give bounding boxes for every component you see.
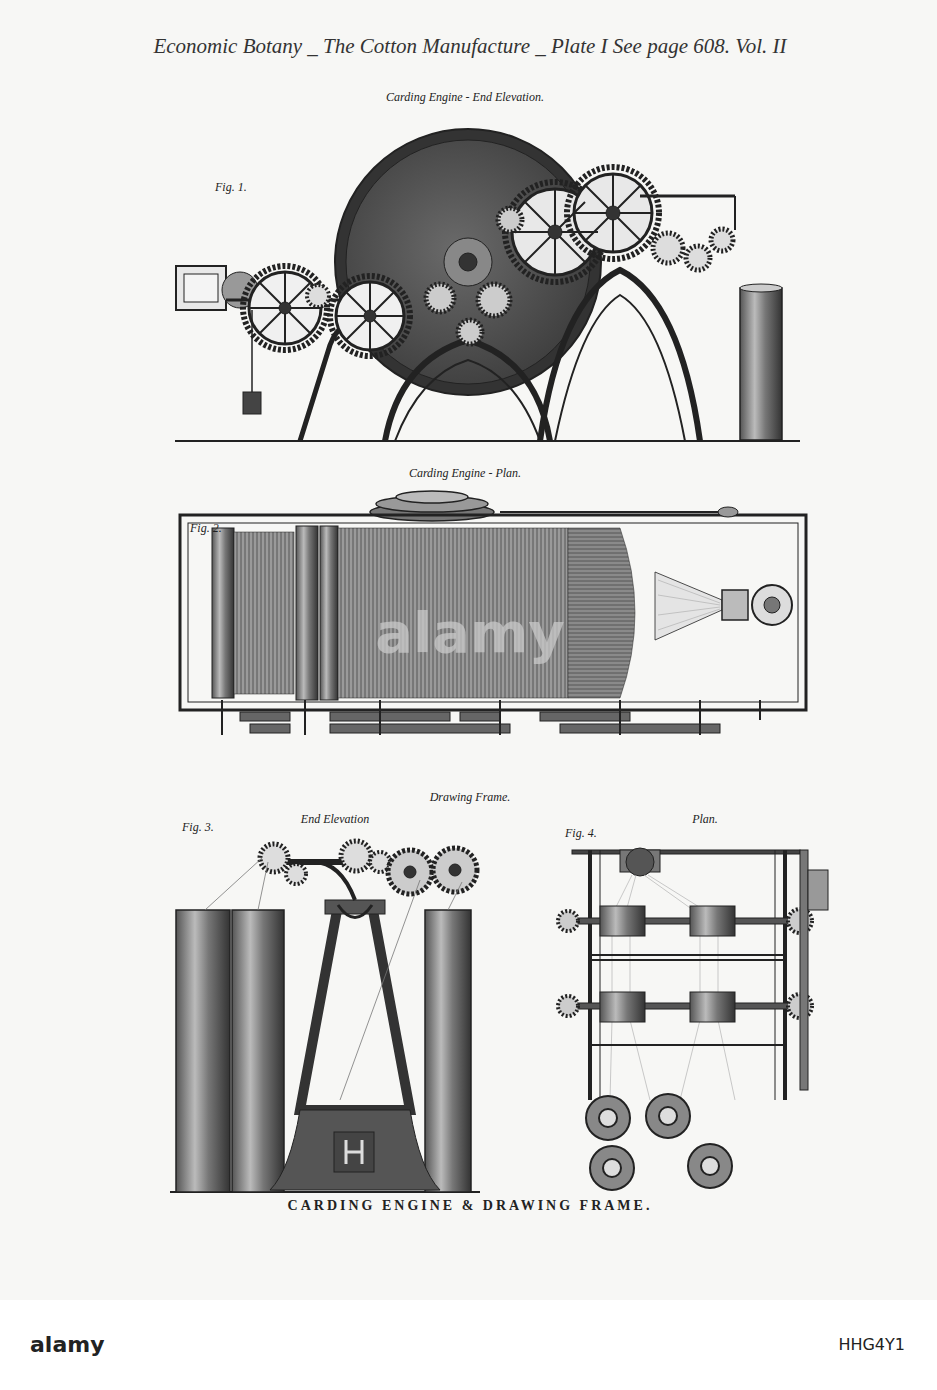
figure-number: Fig. 3.	[182, 820, 214, 835]
view-title: Carding Engine - End Elevation.	[386, 90, 544, 105]
view-title: Plan.	[692, 812, 718, 827]
plate-heading: Economic Botany _ The Cotton Manufacture…	[153, 34, 786, 59]
figure-number: Fig. 4.	[565, 826, 597, 841]
plate-caption: CARDING ENGINE & DRAWING FRAME.	[288, 1198, 653, 1214]
view-title: Drawing Frame.	[430, 790, 511, 805]
view-title: Carding Engine - Plan.	[409, 466, 521, 481]
watermark: alamy	[30, 1332, 105, 1357]
view-title: End Elevation	[301, 812, 369, 827]
image-id: HHG4Y1	[838, 1335, 905, 1354]
figure-number: Fig. 2.	[190, 521, 222, 536]
figure-number: Fig. 1.	[215, 180, 247, 195]
watermark: alamy	[375, 600, 565, 665]
